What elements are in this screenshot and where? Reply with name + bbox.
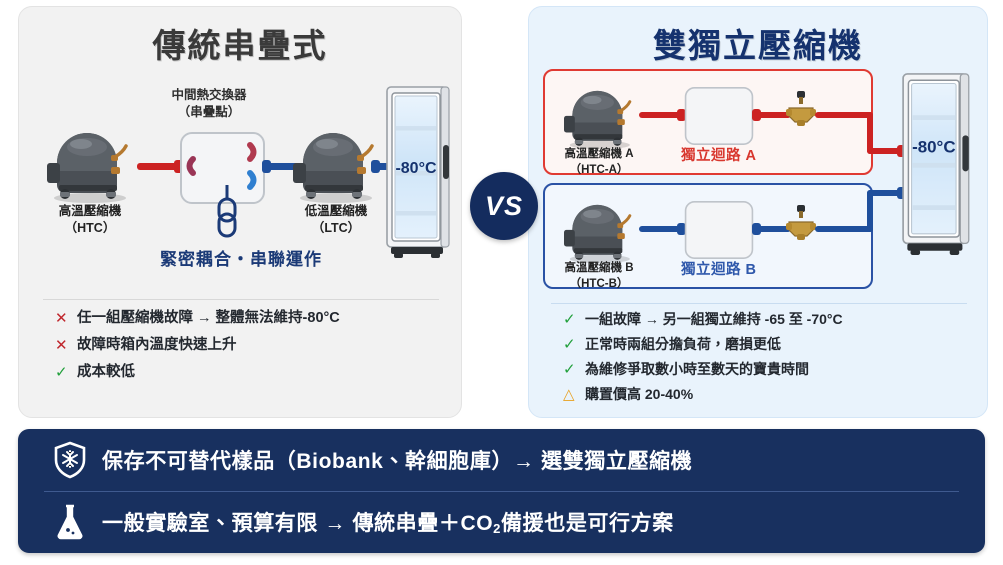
pipe-b-to-freezer [867, 190, 903, 196]
banner-text-biobank: 保存不可替代樣品（Biobank、幹細胞庫）→ 選雙獨立壓縮機 [102, 450, 693, 473]
valve-b-icon [786, 205, 816, 240]
compressor-icon [564, 204, 632, 264]
pipe-cap-b-freezer [897, 187, 906, 199]
pipe-cap-b-hx-out [752, 223, 761, 235]
banner-divider [44, 491, 959, 492]
right-panel-title: 雙獨立壓縮機 [653, 27, 863, 64]
pipe-b-valve-out [815, 226, 873, 232]
pipe-a-to-freezer [867, 148, 903, 154]
heat-exchanger-caption: 中間熱交換器 （串疊點） [171, 88, 247, 119]
pipe-htc-to-hx [137, 163, 181, 170]
bullet-item: ✓ 正常時兩組分擔負荷，磨損更低 [563, 336, 983, 354]
pipe-b-rise [867, 190, 873, 232]
circuit-b-label: 獨立迴路 B [681, 262, 757, 278]
coupling-caption: 緊密耦合・串聯運作 [160, 250, 322, 269]
freezer-temperature-label: -80°C [395, 160, 437, 177]
check-icon: ✓ [55, 364, 68, 381]
heat-exchanger-icon [684, 87, 754, 145]
bullet-item: ✓ 成本較低 [55, 364, 455, 382]
compressor-ltc-label: 低溫壓縮機 （LTC） [304, 204, 368, 235]
pipe-cap-freezer-in [371, 160, 380, 173]
pipe-cap-a-freezer [897, 145, 906, 157]
pipe-cap-a-hx-in [677, 109, 686, 121]
chain-link-icon [217, 185, 237, 238]
pipe-a-comp-to-hx [639, 112, 683, 118]
bullet-text: 為維修爭取數小時至數天的寶貴時間 [585, 361, 809, 377]
compressor-icon [564, 90, 632, 150]
banner-row-budget: 一般實驗室、預算有限 → 傳統串疊＋CO2備援也是可行方案 [18, 491, 985, 553]
bullet-text: 一組故障 → 另一組獨立維持 -65 至 -70°C [585, 311, 843, 327]
flask-icon [50, 502, 90, 542]
circuit-a-label: 獨立迴路 A [681, 148, 757, 164]
vs-badge: VS [470, 172, 538, 240]
cross-icon: ✕ [55, 310, 68, 327]
heat-exchanger-icon [180, 132, 265, 204]
warning-icon: △ [563, 386, 575, 403]
check-icon: ✓ [563, 336, 576, 353]
pipe-cap-a-hx-out [752, 109, 761, 121]
freezer-icon: -80°C [902, 73, 970, 255]
pipe-b-comp-to-hx [639, 226, 683, 232]
compressor-ltc: 低溫壓縮機 （LTC） [287, 119, 383, 235]
pipe-cap-b-hx-in [677, 223, 686, 235]
compressor-icon [47, 133, 128, 203]
compressor-icon [293, 133, 374, 203]
check-icon: ✓ [563, 311, 576, 328]
left-panel-title: 傳統串疊式 [152, 27, 328, 64]
bullet-text: 任一組壓縮機故障 → 整體無法維持-80°C [77, 310, 340, 326]
pipe-cap-hx-in [174, 160, 183, 173]
shield-snowflake-icon [50, 440, 90, 480]
freezer-temperature-label: -80°C [912, 137, 956, 156]
valve-a-icon [786, 91, 816, 126]
heat-exchanger-icon [684, 201, 754, 259]
check-icon: ✓ [563, 361, 576, 378]
panel-dual-independent: 雙獨立壓縮機 [528, 6, 988, 418]
pipe-a-valve-out [815, 112, 873, 118]
right-bullet-list: ✓ 一組故障 → 另一組獨立維持 -65 至 -70°C ✓ 正常時兩組分擔負荷，磨損… [563, 311, 983, 411]
freezer-cabinet-dual: -80°C [901, 67, 973, 268]
left-bullet-list: ✕ 任一組壓縮機故障 → 整體無法維持-80°C ✕ 故障時箱內溫度快速上升 ✓ 成本較低 [55, 310, 455, 391]
bullet-text: 成本較低 [77, 364, 135, 380]
heat-exchanger-b [684, 201, 754, 264]
heat-exchanger-a [684, 87, 754, 150]
banner-text-budget: 一般實驗室、預算有限 → 傳統串疊＋CO2備援也是可行方案 [102, 512, 674, 536]
pipe-a-hx-to-valve [758, 112, 791, 118]
compressor-htc-label: 高溫壓縮機 （HTC） [58, 204, 122, 235]
bullet-text: 故障時箱內溫度快速上升 [77, 337, 237, 353]
banner-row-biobank: 保存不可替代樣品（Biobank、幹細胞庫）→ 選雙獨立壓縮機 [18, 429, 985, 491]
freezer-icon: -80°C [386, 86, 450, 258]
pipe-b-hx-to-valve [758, 226, 791, 232]
bullet-item: ✓ 一組故障 → 另一組獨立維持 -65 至 -70°C [563, 311, 983, 329]
right-system-diagram: 高溫壓縮機 A （HTC-A） [529, 7, 989, 307]
bullet-text: 購置價高 20-40% [585, 386, 694, 402]
bullet-item: ✕ 故障時箱內溫度快速上升 [55, 337, 455, 355]
recommendation-banner: 保存不可替代樣品（Biobank、幹細胞庫）→ 選雙獨立壓縮機 一般實驗室、預算… [18, 429, 985, 553]
compressor-htc-b-label: 高溫壓縮機 B （HTC-B） [564, 262, 634, 290]
bullet-item: ✓ 為維修爭取數小時至數天的寶貴時間 [563, 361, 983, 379]
compressor-htc-a: 高溫壓縮機 A （HTC-A） [559, 79, 639, 176]
panel-traditional-cascade: 傳統串疊式 中間熱交換器 （串疊點） [18, 6, 462, 418]
bullet-item: ✕ 任一組壓縮機故障 → 整體無法維持-80°C [55, 310, 455, 328]
left-divider [43, 299, 439, 300]
compressor-htc: 高溫壓縮機 （HTC） [41, 119, 137, 235]
pipe-cap-hx-out [262, 160, 271, 173]
pipe-hx-to-ltc [268, 163, 310, 170]
bullet-text: 正常時兩組分擔負荷，磨損更低 [585, 336, 781, 352]
left-system-diagram: 中間熱交換器 （串疊點） [19, 67, 463, 292]
compressor-htc-a-label: 高溫壓縮機 A （HTC-A） [564, 148, 634, 176]
pipe-a-drop [867, 112, 873, 154]
bullet-item: △ 購置價高 20-40% [563, 386, 983, 404]
right-divider [551, 303, 967, 304]
cross-icon: ✕ [55, 337, 68, 354]
compressor-htc-b: 高溫壓縮機 B （HTC-B） [559, 193, 639, 290]
heat-exchanger [180, 132, 265, 209]
freezer-cabinet: -80°C [385, 85, 453, 266]
